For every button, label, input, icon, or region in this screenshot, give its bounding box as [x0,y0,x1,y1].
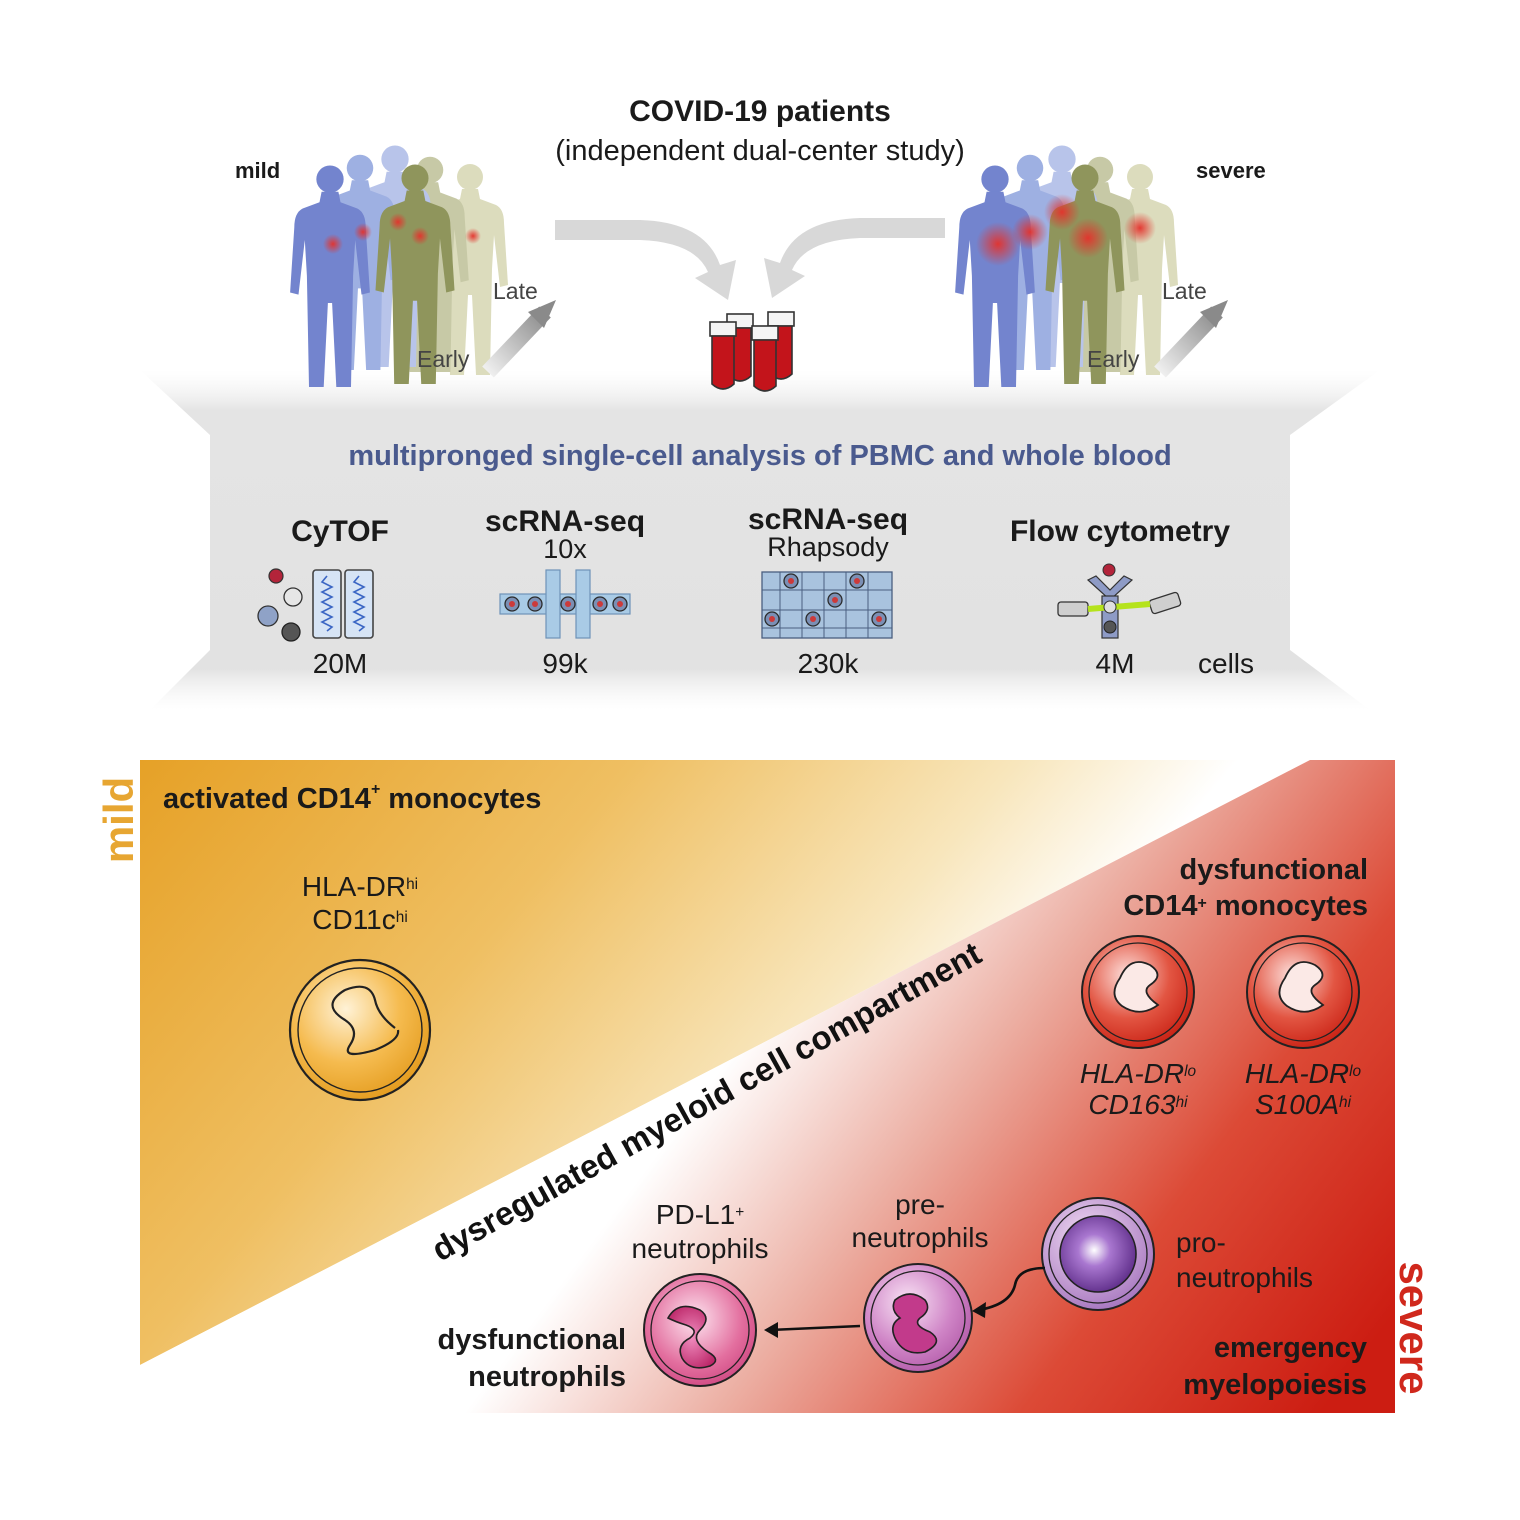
timeline-late-right: Late [1162,278,1207,304]
dysfunctional-monocytes-label: dysfunctional CD14+ monocytes [1123,854,1368,922]
blood-tubes-icon [709,311,795,392]
analysis-heading: multipronged single-cell analysis of PBM… [348,440,1172,472]
activated-monocyte-markers: HLA-DRhi CD11chi [301,871,419,935]
timeline-early-left: Early [417,346,470,372]
method-count-scrna-10x: 99k [542,648,588,679]
pre-neutrophil-cell [863,1263,973,1373]
method-sub-scrna-10x: 10x [543,534,587,564]
analysis-panel-background [140,370,1380,710]
method-count-scrna-rhapsody: 230k [797,648,859,679]
method-name-flow-cytometry: Flow cytometry [1009,515,1231,548]
flow-cell-laser-icon [1057,563,1182,639]
axis-label-mild: mild [95,777,142,863]
pre-neutrophils-label: pre- neutrophils [851,1189,989,1253]
monocyte-a-markers: HLA-DRlo CD163hi [1079,1058,1197,1120]
method-name-scrna-10x: scRNA-seq [484,505,646,538]
page-subtitle: (independent dual-center study) [555,135,965,167]
timeline-late-left: Late [493,278,538,304]
pro-neutrophil-cell [1041,1197,1155,1311]
microwell-array-icon [761,571,893,639]
method-name-cytof: CyTOF [291,515,389,548]
method-count-flow-cytometry: 4M [1095,648,1135,679]
activated-monocytes-label: activated CD14+ monocytes [163,781,542,815]
timeline-arrow-right [1154,300,1228,378]
timeline-arrow-left [482,300,556,378]
group-label-mild: mild [235,158,281,183]
monocyte-b-markers: HLA-DRlo S100Ahi [1244,1058,1362,1120]
activated-monocyte-cell [288,958,432,1102]
severe-patient-figures [955,145,1178,387]
microfluidic-channel-icon [499,569,631,639]
method-count-cytof: 20M [312,648,368,679]
cytof-icon [257,568,374,642]
mild-patient-figures [290,145,508,387]
timeline-early-right: Early [1087,346,1140,372]
axis-label-severe: severe [1391,1261,1438,1394]
pro-neutrophils-label: pro- neutrophils [1176,1227,1313,1293]
cells-unit-label: cells [1198,648,1255,679]
pdl1-neutrophils-label: PD-L1+ neutrophils [631,1199,769,1264]
sample-flow-arrows [555,218,945,300]
pdl1-neutrophil-cell [643,1273,757,1387]
maturation-arrows [764,1266,1046,1338]
dysfunctional-monocyte-cell-a [1081,935,1195,1049]
group-label-severe: severe [1196,158,1266,183]
dysfunctional-monocyte-cell-b [1246,935,1360,1049]
method-name-scrna-rhapsody: scRNA-seq [747,503,909,536]
emergency-myelopoiesis-label: emergency myelopoiesis [1183,1332,1367,1401]
page-title: COVID-19 patients [629,95,891,128]
dysfunctional-neutrophils-label: dysfunctional neutrophils [437,1324,626,1393]
method-sub-scrna-rhapsody: Rhapsody [767,532,889,562]
